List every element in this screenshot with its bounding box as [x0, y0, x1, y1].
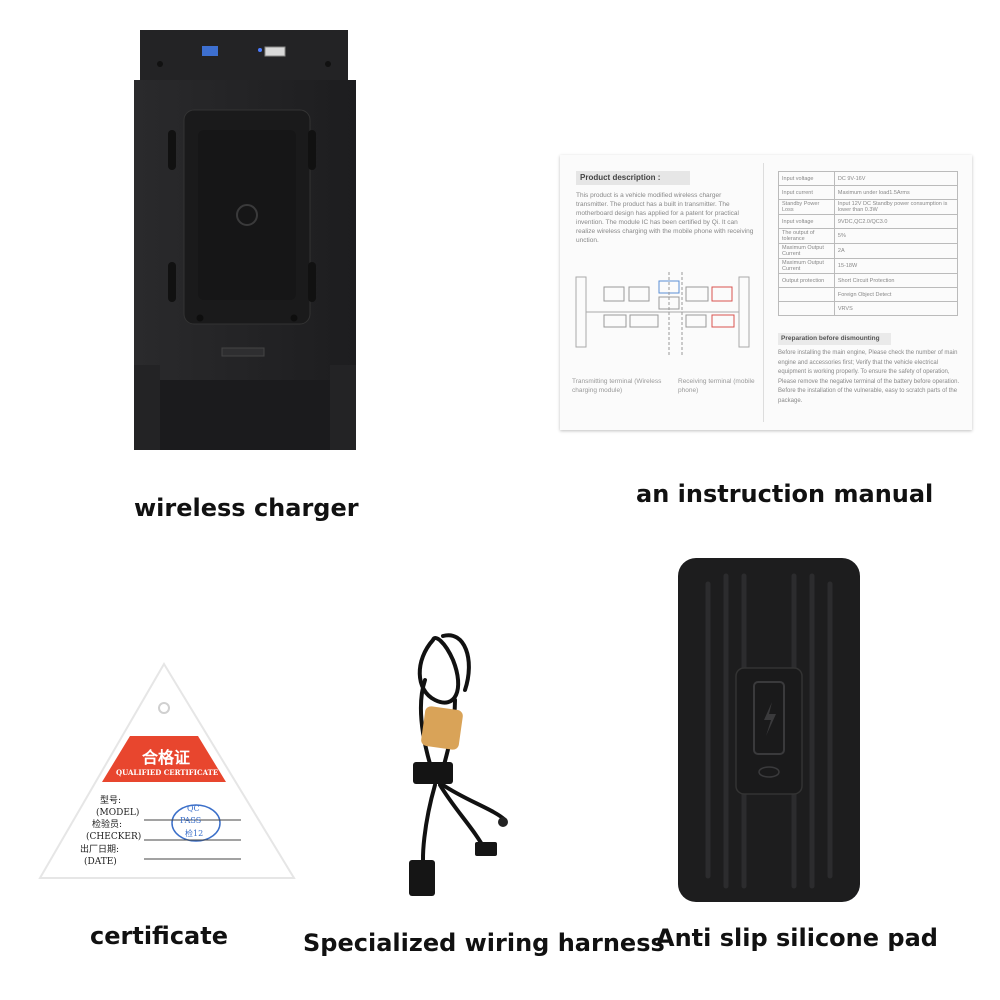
certificate-model-en: (MODEL)	[96, 808, 140, 818]
wiring-harness-image	[409, 633, 508, 896]
caption-certificate: certificate	[90, 922, 228, 950]
caption-instruction-manual: an instruction manual	[636, 480, 934, 508]
table-row: Foreign Object Detect	[778, 287, 959, 302]
spec-value: 15-18W	[833, 258, 959, 274]
manual-block-diagram	[575, 272, 750, 357]
spec-value: DC 9V-16V	[833, 171, 959, 186]
manual-transmitting-label: Transmitting terminal (Wireless charging…	[572, 378, 662, 394]
stamp-checker-number: 检12	[185, 829, 204, 838]
certificate-title-cn: 合格证	[142, 748, 191, 767]
wireless-charger-image	[134, 30, 356, 450]
spec-value: Maximum under load1.5Arms	[833, 185, 959, 200]
spec-value: VRVS	[833, 301, 959, 316]
certificate-checker-en: (CHECKER)	[86, 832, 142, 842]
spec-value: 5%	[833, 228, 959, 244]
certificate-date-cn: 出厂日期:	[80, 845, 120, 855]
instruction-manual-image: Product description : This product is a …	[560, 155, 972, 430]
silicone-pad-image	[678, 558, 860, 902]
stamp-qc: QC	[187, 804, 200, 813]
manual-precaution-text: Before installing the main engine, Pleas…	[778, 350, 960, 404]
certificate-checker-cn: 检验员:	[92, 820, 123, 830]
caption-wiring-harness: Specialized wiring harness	[303, 929, 665, 957]
spec-label: Maximum Output Current	[778, 258, 835, 274]
manual-header: Product description :	[576, 171, 690, 185]
manual-fold-line	[763, 163, 764, 422]
spec-label: Input current	[778, 185, 835, 200]
certificate-image	[38, 662, 296, 879]
manual-precaution-header: Preparation before dismounting	[778, 333, 891, 345]
manual-receiving-label: Receiving terminal (mobile phone)	[678, 378, 755, 394]
spec-label: Input voltage	[778, 214, 835, 229]
spec-label: Output protection	[778, 273, 835, 288]
certificate-model-cn: 型号:	[100, 796, 122, 806]
spec-value: Foreign Object Detect	[833, 287, 959, 302]
manual-description: This product is a vehicle modified wirel…	[576, 192, 754, 244]
spec-label: Standby Power Loss	[778, 199, 835, 215]
spec-label: Maximum Output Current	[778, 243, 835, 259]
spec-value: Input 12V DC Standby power consumption i…	[833, 199, 959, 215]
caption-silicone-pad: Anti slip silicone pad	[656, 924, 938, 952]
spec-value: 9VDC,QC2.0/QC3.0	[833, 214, 959, 229]
spec-value: 2A	[833, 243, 959, 259]
spec-label	[778, 287, 835, 302]
certificate-date-en: (DATE)	[84, 857, 117, 867]
table-row: VRVS	[778, 301, 959, 316]
spec-label: Input voltage	[778, 171, 835, 186]
spec-label	[778, 301, 835, 316]
spec-value: Short Circuit Protection	[833, 273, 959, 288]
caption-wireless-charger: wireless charger	[134, 494, 359, 522]
stamp-pass: PASS	[180, 816, 202, 825]
certificate-title-en: QUALIFIED CERTIFICATE	[116, 768, 219, 777]
spec-label: The output of tolerance	[778, 228, 835, 244]
